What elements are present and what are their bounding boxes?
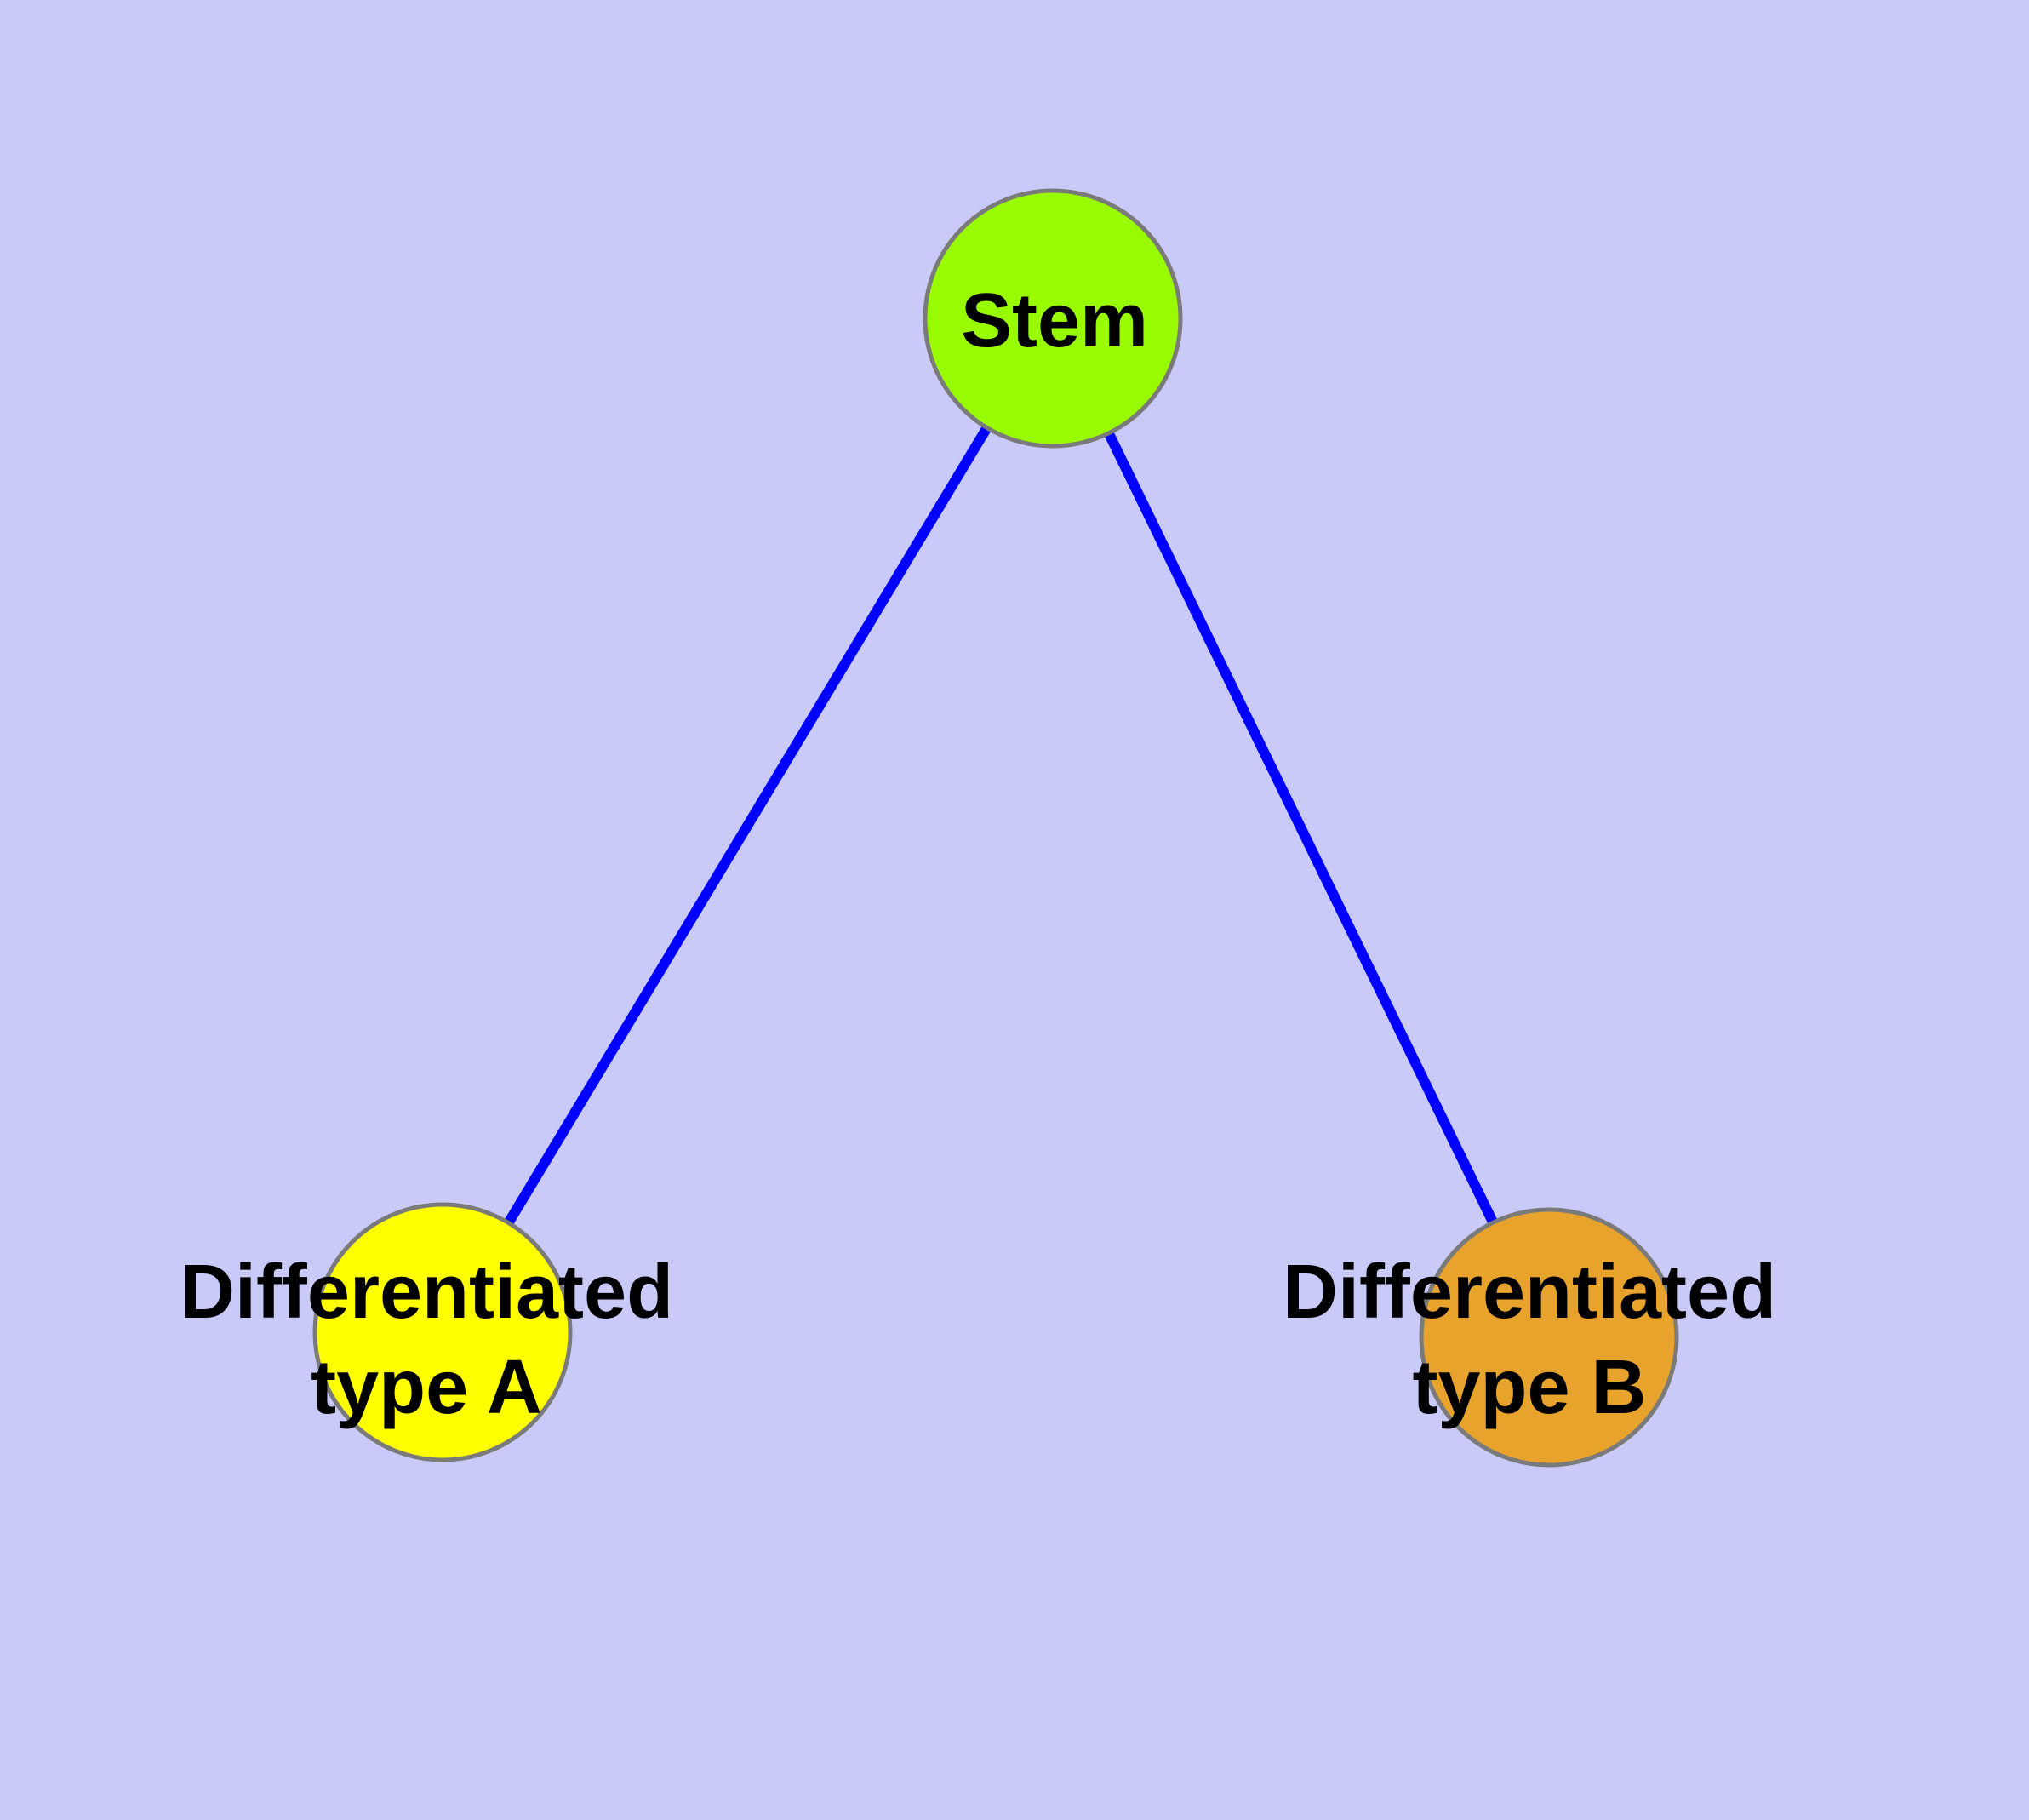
stem-node-label: Stem (960, 278, 1149, 363)
type-b-node-circle (1419, 1207, 1679, 1468)
type-b-node-label: Differentiated type B (1282, 1250, 1777, 1430)
type-a-node-circle (312, 1202, 573, 1462)
edge-stem-to-type-b (1048, 316, 1554, 1340)
stem-node-circle (923, 188, 1183, 449)
edge-stem-to-type-a (437, 315, 1058, 1336)
type-a-node-label: Differentiated type A (179, 1250, 674, 1430)
